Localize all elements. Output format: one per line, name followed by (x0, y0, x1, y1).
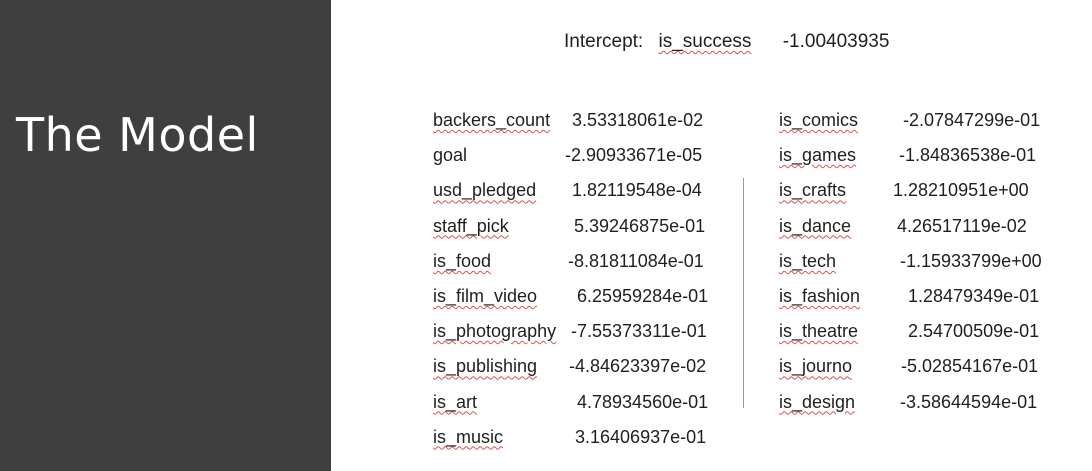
coefficient-value: 2.54700509e-01 (908, 321, 1040, 342)
title-panel: The Model (0, 0, 331, 471)
slide-title: The Model (16, 108, 259, 162)
coefficient-value: -4.84623397e-02 (569, 356, 707, 377)
coefficient-value: 3.16406937e-01 (575, 426, 707, 447)
intercept-value: -1.00403935 (782, 31, 890, 52)
coefficient-value: -2.90933671e-05 (565, 145, 703, 166)
feature-name: is_fashion (779, 285, 861, 306)
coefficient-value: -8.81811084e-01 (568, 250, 704, 271)
coefficient-value: -1.15933799e+00 (900, 250, 1042, 271)
coefficient-value: 4.78934560e-01 (577, 391, 709, 412)
coefficient-value: -5.02854167e-01 (901, 356, 1039, 377)
coefficient-value: 6.25959284e-01 (577, 285, 709, 306)
intercept-label: Intercept: (564, 31, 644, 52)
feature-name: is_food (433, 250, 492, 271)
feature-name: usd_pledged (433, 180, 537, 201)
intercept-feature: is_success (658, 31, 752, 52)
feature-name: is_film_video (433, 285, 538, 306)
feature-name: is_music (433, 426, 504, 447)
coefficient-value: 3.53318061e-02 (572, 110, 704, 130)
intercept-line: Intercept: is_success -1.00403935 (564, 31, 889, 53)
feature-name: is_games (779, 145, 857, 166)
feature-name: goal (433, 145, 468, 166)
coefficient-value: 1.28479349e-01 (908, 285, 1040, 306)
column-divider (743, 178, 744, 408)
feature-name: is_art (433, 391, 478, 412)
feature-name: is_tech (779, 250, 837, 271)
feature-name: is_crafts (779, 180, 847, 201)
coefficient-value: -7.55373311e-01 (571, 321, 707, 342)
feature-name: is_theatre (779, 321, 859, 342)
feature-name: is_comics (779, 110, 859, 130)
feature-name: is_publishing (433, 356, 538, 377)
coefficient-value: -2.07847299e-01 (903, 110, 1041, 130)
coefficient-value: -1.84836538e-01 (899, 145, 1037, 166)
feature-name: is_dance (779, 215, 852, 236)
feature-name: backers_count (433, 110, 551, 130)
feature-name: is_design (779, 391, 856, 412)
feature-name: is_journo (779, 356, 853, 377)
feature-name: staff_pick (433, 215, 509, 236)
coefficient-value: 5.39246875e-01 (574, 215, 706, 236)
coefficient-value: 4.26517119e-02 (897, 215, 1027, 236)
coefficient-value: 1.28210951e+00 (893, 180, 1029, 201)
feature-name: is_photography (433, 321, 557, 342)
coefficient-value: -3.58644594e-01 (900, 391, 1038, 412)
coefficient-value: 1.82119548e-04 (572, 180, 702, 201)
